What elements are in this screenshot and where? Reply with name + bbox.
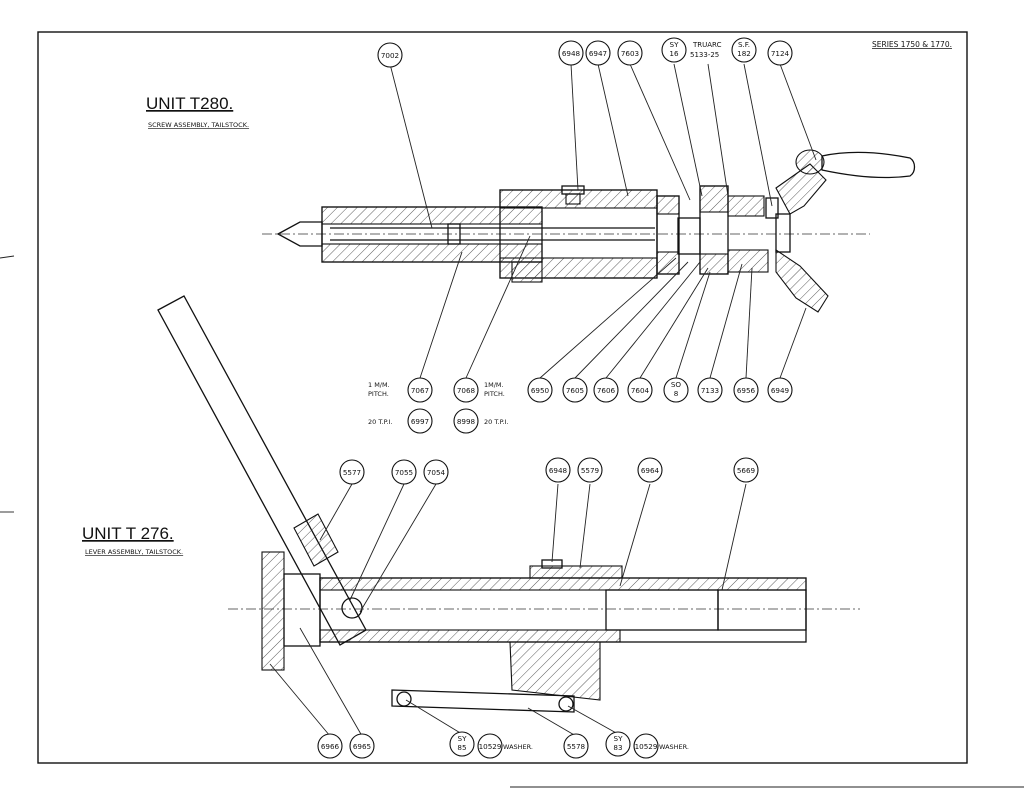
svg-text:7133: 7133	[701, 386, 719, 395]
svg-text:6956: 6956	[737, 386, 756, 395]
svg-text:SO: SO	[671, 380, 682, 389]
svg-text:6947: 6947	[589, 49, 607, 58]
bubble-10529-right: 10529	[633, 733, 659, 759]
bubble-5669: 5669	[733, 457, 759, 483]
unit-t276-subtitle: LEVER ASSEMBLY, TAILSTOCK.	[85, 548, 183, 556]
svg-text:SY: SY	[458, 734, 468, 743]
bubble-7604: 7604	[627, 377, 653, 403]
bubble-sf182: S.F.182	[731, 37, 757, 63]
screw-assembly-drawing	[262, 149, 916, 313]
pitch-right-line2: PITCH.	[484, 390, 505, 398]
unit-t280-title: UNIT T280.	[146, 94, 233, 113]
bubble-6947: 6947	[585, 40, 611, 66]
svg-text:6948: 6948	[549, 466, 568, 475]
bubble-7606: 7606	[593, 377, 619, 403]
pitch-left-line2: PITCH.	[368, 390, 389, 398]
bubble-6948-lower: 6948	[545, 457, 571, 483]
bubble-6966: 6966	[317, 733, 343, 759]
svg-text:85: 85	[457, 743, 466, 752]
svg-text:6949: 6949	[771, 386, 790, 395]
leader-lines-t280	[389, 63, 817, 379]
bubble-6965: 6965	[349, 733, 375, 759]
svg-text:7002: 7002	[381, 51, 399, 60]
unit-t280-subtitle: SCREW ASSEMBLY, TAILSTOCK.	[148, 121, 249, 129]
svg-text:182: 182	[737, 49, 751, 58]
svg-text:7124: 7124	[771, 49, 790, 58]
bubble-6949: 6949	[767, 377, 793, 403]
bubble-7055: 7055	[391, 459, 417, 485]
svg-text:6965: 6965	[353, 742, 371, 751]
washer-label-left: WASHER.	[503, 743, 533, 751]
svg-text:7054: 7054	[427, 468, 446, 477]
bubble-5577: 5577	[339, 459, 365, 485]
svg-text:5579: 5579	[581, 466, 600, 475]
leader-lines-t276	[269, 483, 747, 737]
svg-text:7068: 7068	[457, 386, 476, 395]
svg-text:7606: 7606	[597, 386, 616, 395]
bubble-6956: 6956	[733, 377, 759, 403]
bubble-10529-left: 10529	[477, 733, 503, 759]
svg-text:83: 83	[613, 743, 622, 752]
svg-text:SY: SY	[614, 734, 624, 743]
bubble-7068: 7068	[453, 377, 479, 403]
svg-text:5578: 5578	[567, 742, 586, 751]
bubble-6948-top: 6948	[558, 40, 584, 66]
svg-text:6948: 6948	[562, 49, 581, 58]
bubble-7054: 7054	[423, 459, 449, 485]
svg-text:7067: 7067	[411, 386, 429, 395]
svg-text:6997: 6997	[411, 417, 429, 426]
svg-text:5669: 5669	[737, 466, 756, 475]
unit-t276-title: UNIT T 276.	[82, 524, 174, 543]
svg-text:7055: 7055	[395, 468, 413, 477]
svg-text:16: 16	[669, 49, 679, 58]
bubble-7067: 7067	[407, 377, 433, 403]
pitch-left-line1: 1 M/M.	[368, 381, 390, 389]
bubble-6964: 6964	[637, 457, 663, 483]
svg-text:7605: 7605	[566, 386, 584, 395]
svg-text:6966: 6966	[321, 742, 340, 751]
lever-assembly-drawing	[157, 295, 860, 713]
bubble-7605: 7605	[562, 377, 588, 403]
bubble-6997: 6997	[407, 408, 433, 434]
series-label: SERIES 1750 & 1770.	[872, 40, 952, 49]
svg-text:10529: 10529	[635, 742, 658, 751]
tpi-left: 20 T.P.I.	[368, 418, 393, 426]
bubble-so8: SO8	[663, 377, 689, 403]
bubble-5579: 5579	[577, 457, 603, 483]
bubble-6950: 6950	[527, 377, 553, 403]
tpi-right: 20 T.P.I.	[484, 418, 509, 426]
svg-text:7603: 7603	[621, 49, 639, 58]
sheet-border	[37, 31, 968, 764]
bubble-7133: 7133	[697, 377, 723, 403]
truarc-number: 5133-25	[690, 51, 719, 59]
bubble-8998: 8998	[453, 408, 479, 434]
svg-text:SY: SY	[670, 40, 680, 49]
svg-text:5577: 5577	[343, 468, 361, 477]
bubble-7002: 7002	[377, 42, 403, 68]
truarc-label: TRUARC	[692, 41, 722, 49]
svg-text:8: 8	[674, 389, 679, 398]
svg-text:8998: 8998	[457, 417, 476, 426]
pitch-right-line1: 1M/M.	[484, 381, 504, 389]
svg-text:6964: 6964	[641, 466, 660, 475]
bubble-7124: 7124	[767, 40, 793, 66]
bubble-5578: 5578	[563, 733, 589, 759]
svg-text:S.F.: S.F.	[738, 40, 750, 49]
svg-text:6950: 6950	[531, 386, 550, 395]
washer-label-right: WASHER.	[659, 743, 689, 751]
svg-text:7604: 7604	[631, 386, 650, 395]
svg-text:10529: 10529	[479, 742, 502, 751]
bubble-7603: 7603	[617, 40, 643, 66]
